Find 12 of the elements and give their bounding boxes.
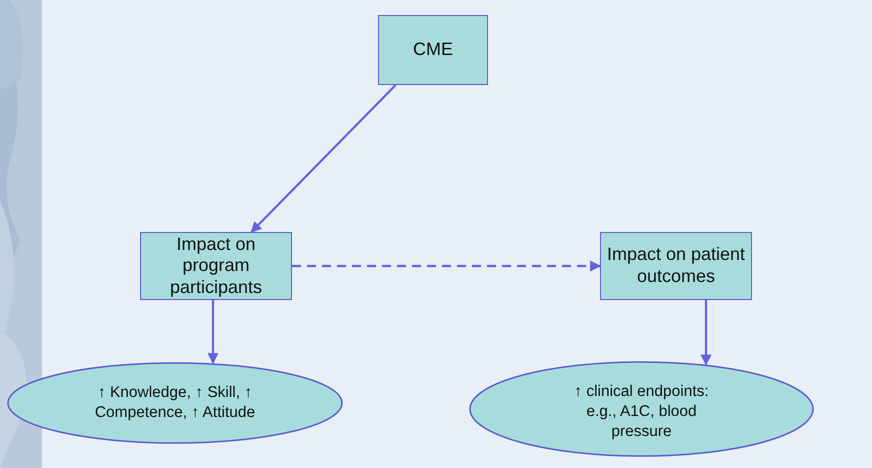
node-text: Impact on program participants (168, 234, 264, 298)
arrow (700, 300, 712, 366)
arrow (292, 260, 602, 272)
arrow (208, 300, 218, 364)
arrow (250, 84, 396, 233)
node-text: Impact on patient outcomes (606, 244, 746, 288)
node-text: ↑ clinical endpoints: e.g., A1C, blood pressure (573, 382, 710, 442)
node-text: ↑ Knowledge, ↑ Skill, ↑ Competence, ↑ Attitude (94, 382, 256, 423)
node-text: CME (413, 39, 453, 61)
process-box (600, 232, 752, 300)
process-box (140, 232, 292, 300)
process-box (378, 15, 488, 85)
